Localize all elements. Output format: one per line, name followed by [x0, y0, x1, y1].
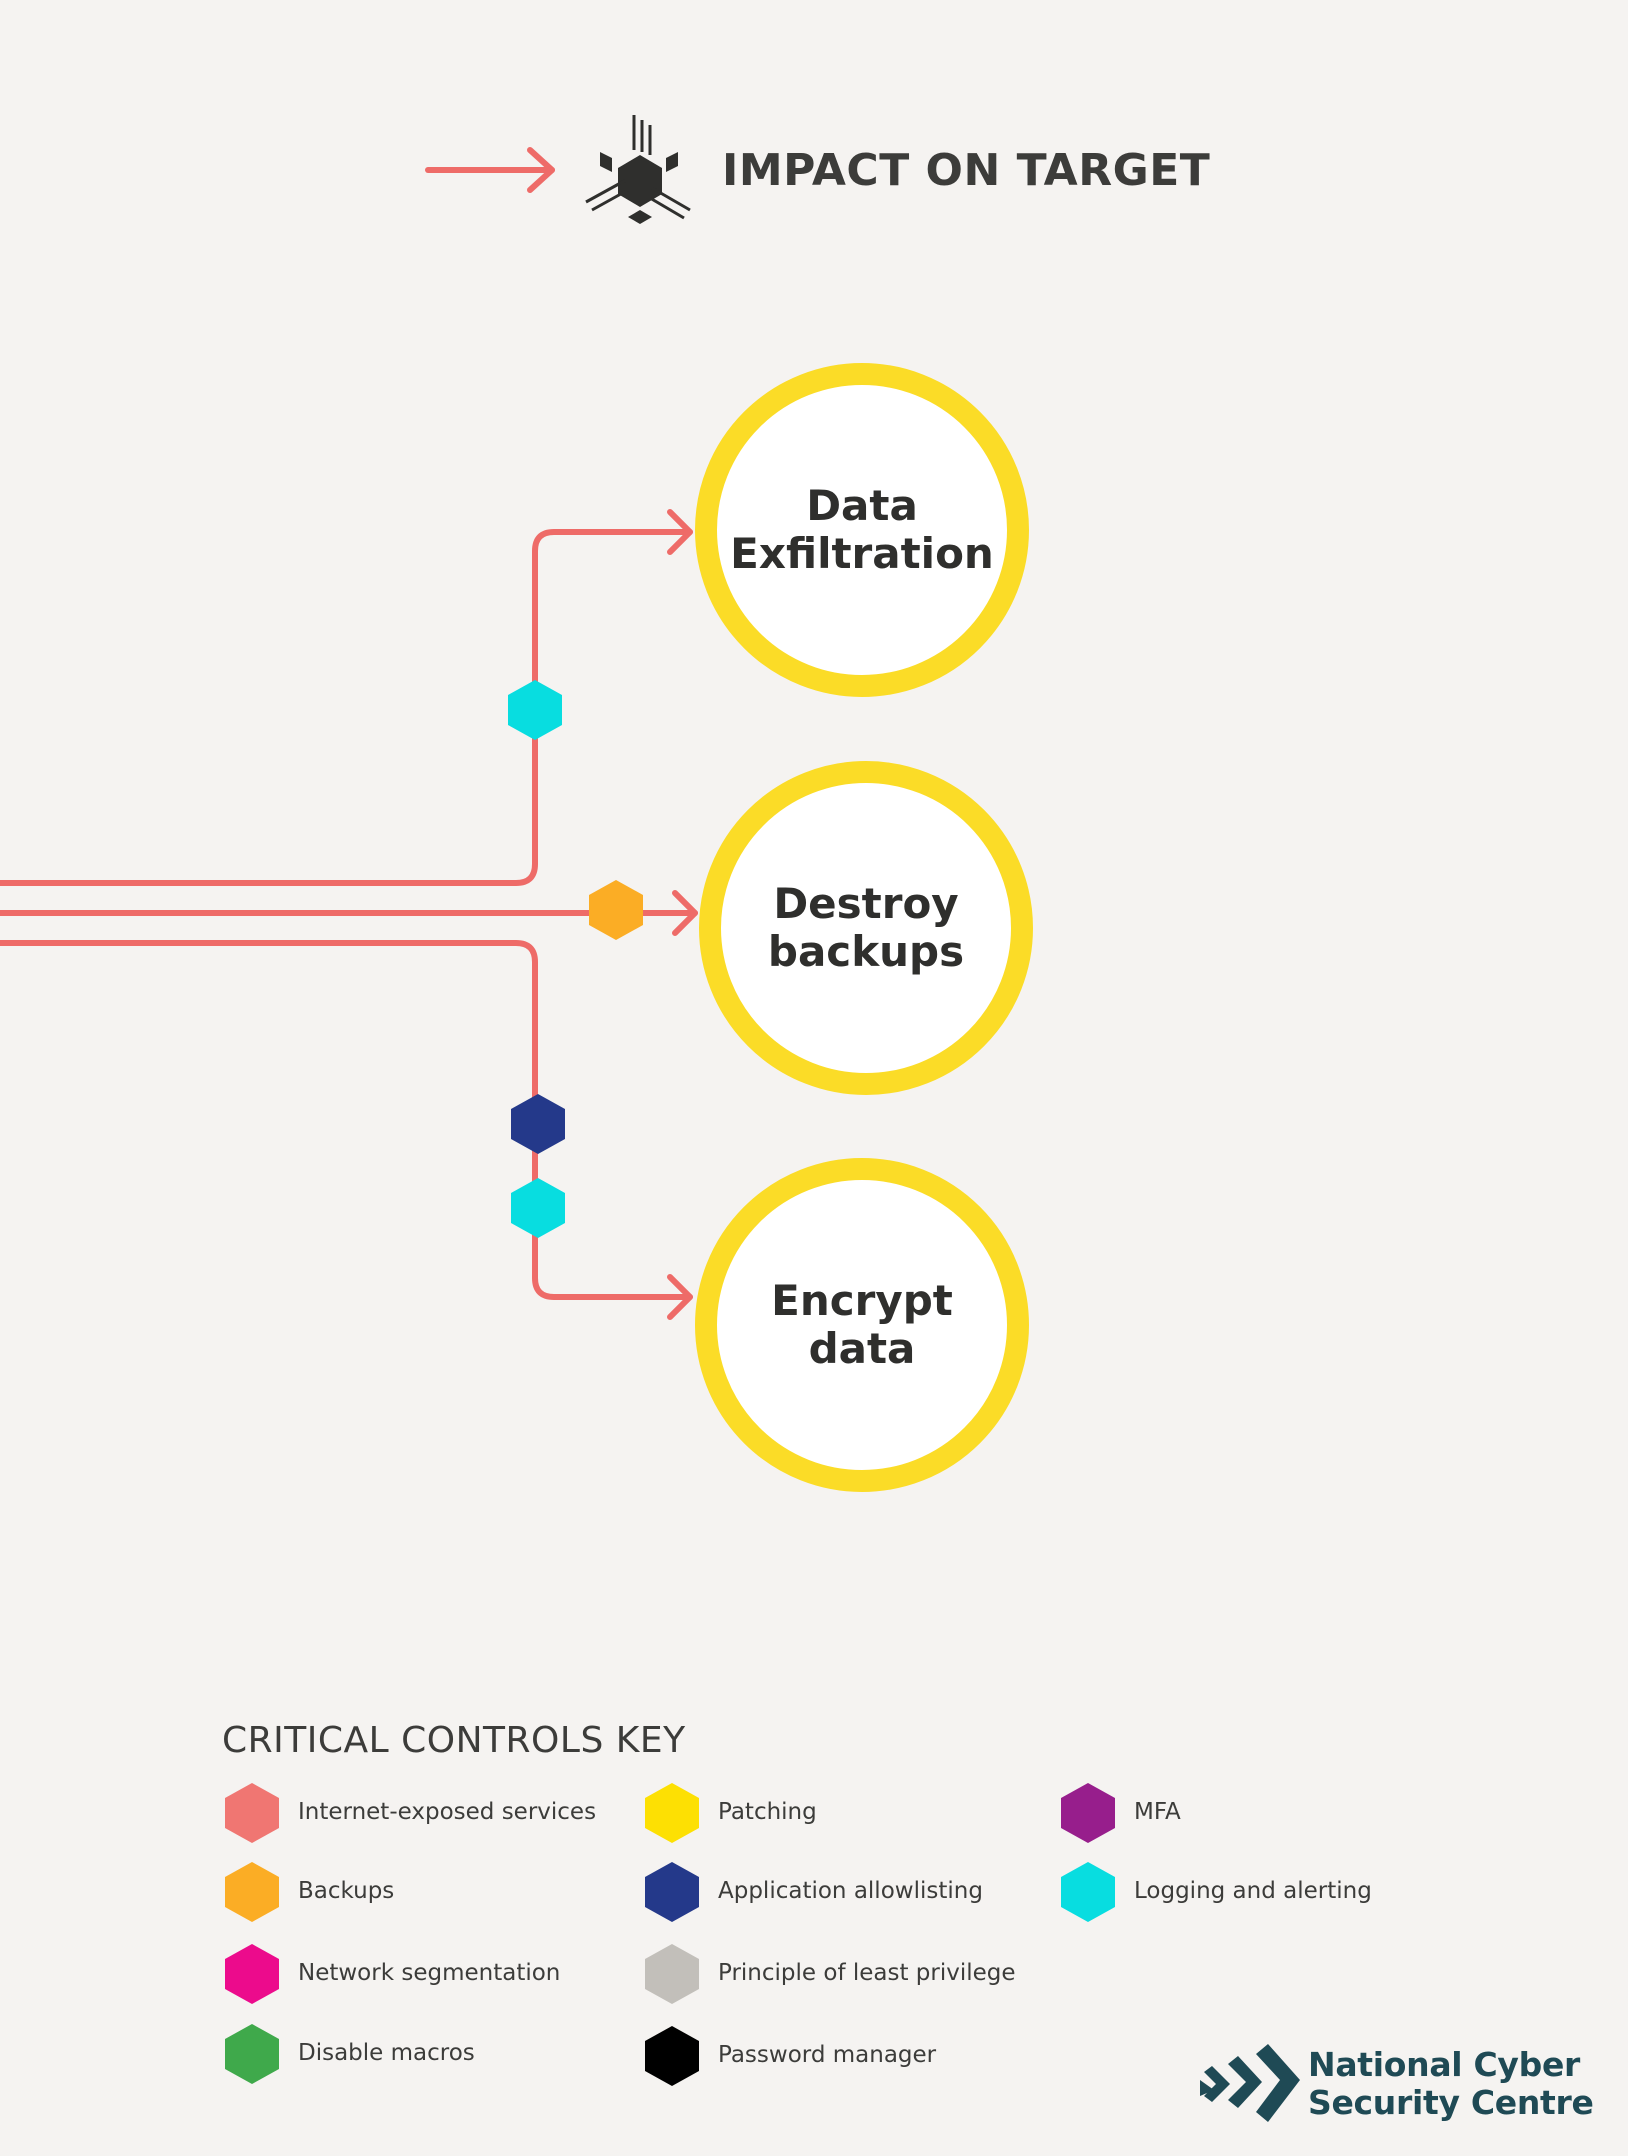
hexagon-icon [645, 1783, 699, 1843]
ncsc-brand-name: National Cyber Security Centre [1308, 2046, 1594, 2122]
hexagon-icon [1061, 1862, 1115, 1922]
flow-line-to-encrypt-data [0, 940, 693, 1300]
control-hex-allowlisting-encrypt [511, 1094, 565, 1154]
legend-label: Disable macros [298, 2040, 475, 2066]
node-label-encrypt-data: Encrypt data [712, 1277, 1012, 1373]
node-label-data-exfiltration: Data Exfiltration [712, 482, 1012, 578]
legend-label: Password manager [718, 2042, 937, 2068]
flow-line-to-data-exfiltration [0, 529, 693, 886]
hexagon-icon [1061, 1783, 1115, 1843]
node-data-exfiltration [695, 363, 1029, 697]
node-label-line: Destroy [773, 879, 959, 928]
node-destroy-backups [699, 761, 1033, 1095]
legend-label: Application allowlisting [718, 1878, 983, 1904]
hexagon-icon [225, 1944, 279, 2004]
hexagon-icon [225, 1783, 279, 1843]
node-label-line: Data [806, 481, 918, 530]
hexagon-icon [225, 2024, 279, 2084]
header-arrow [425, 147, 555, 193]
node-label-line: data [808, 1324, 916, 1373]
brand-line: National Cyber [1308, 2045, 1581, 2084]
ncsc-logo-icon [1200, 2044, 1300, 2122]
page-title: IMPACT ON TARGET [722, 145, 1211, 196]
node-label-line: Encrypt [771, 1276, 953, 1325]
legend-label: Backups [298, 1878, 395, 1904]
node-label-line: Exfiltration [730, 529, 994, 578]
legend-label: MFA [1134, 1799, 1181, 1825]
node-label-line: backups [767, 927, 965, 976]
hexagon-icon [645, 1944, 699, 2004]
node-label-destroy-backups: Destroy backups [716, 880, 1016, 976]
impact-cube-icon [585, 115, 691, 224]
hexagon-icon [645, 1862, 699, 1922]
legend-label: Patching [718, 1799, 817, 1825]
legend-label: Logging and alerting [1134, 1878, 1372, 1904]
legend-title: CRITICAL CONTROLS KEY [222, 1720, 686, 1761]
brand-line: Security Centre [1308, 2083, 1594, 2122]
hexagon-icon [225, 1862, 279, 1922]
control-hex-logging-exfiltration [508, 680, 562, 740]
legend-label: Internet-exposed services [298, 1799, 597, 1825]
legend-label: Network segmentation [298, 1960, 561, 1986]
control-hex-logging-encrypt [511, 1178, 565, 1238]
control-hex-backups-destroy [589, 880, 643, 940]
node-encrypt-data [695, 1158, 1029, 1492]
legend-label: Principle of least privilege [718, 1960, 1016, 1986]
hexagon-icon [645, 2026, 699, 2086]
